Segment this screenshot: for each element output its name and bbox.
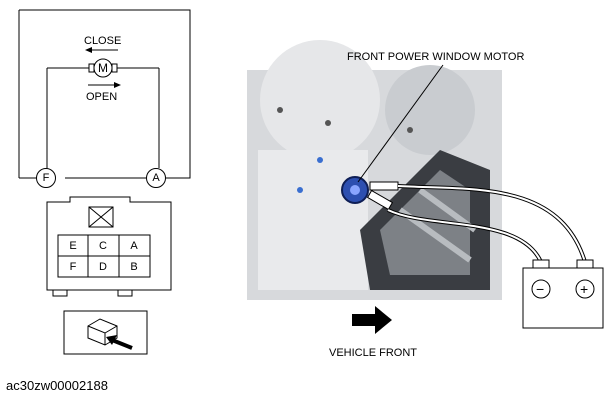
motor-callout-label: FRONT POWER WINDOW MOTOR: [347, 51, 525, 63]
terminal-a: A: [146, 168, 166, 188]
open-label: OPEN: [86, 91, 118, 103]
pin-b: B: [130, 261, 138, 273]
battery-negative-label: −: [536, 281, 545, 297]
image-code: ac30zw00002188: [6, 378, 108, 393]
close-label: CLOSE: [84, 35, 122, 47]
motor-symbol-label: M: [98, 61, 108, 75]
battery-negative-terminal: [531, 279, 551, 299]
pin-c: C: [99, 240, 107, 252]
battery-positive-terminal: [575, 279, 595, 299]
pin-d: D: [99, 261, 107, 273]
pin-e: E: [69, 240, 77, 252]
battery-positive-label: +: [580, 281, 589, 297]
pin-a: A: [130, 240, 138, 252]
pin-f: F: [69, 261, 77, 273]
vehicle-front-label: VEHICLE FRONT: [329, 347, 418, 359]
terminal-f: F: [36, 168, 56, 188]
vehicle-front-arrow: [352, 306, 392, 334]
battery: [522, 267, 604, 329]
